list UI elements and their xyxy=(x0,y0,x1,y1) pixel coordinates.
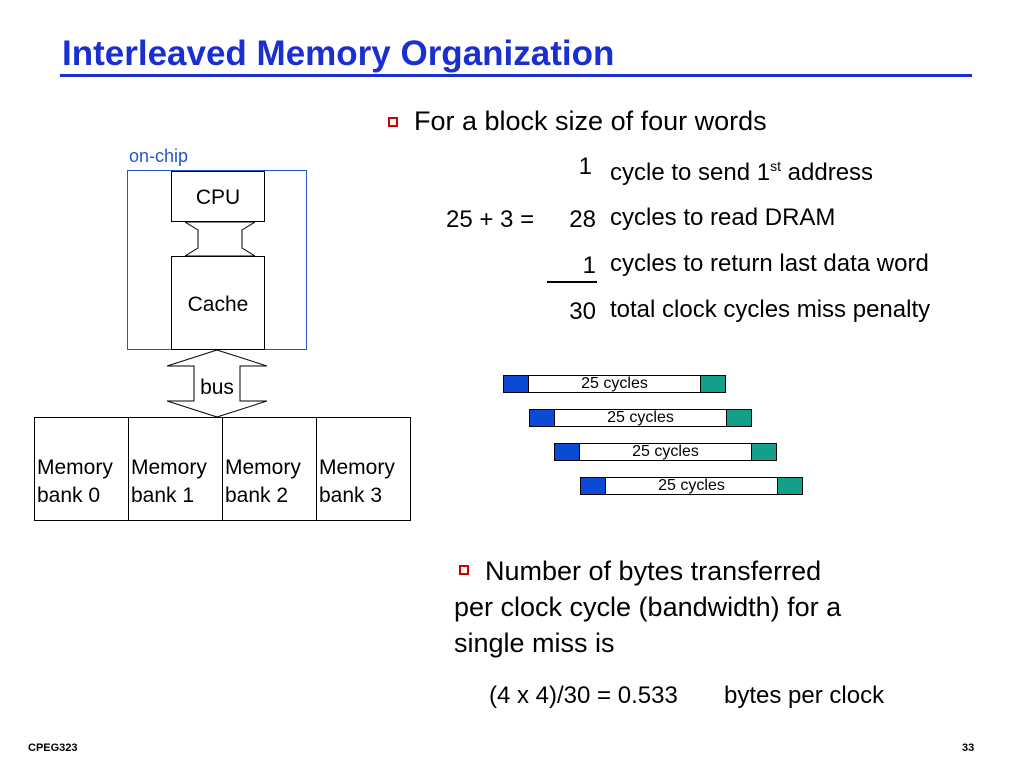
row1-superscript: st xyxy=(770,158,781,174)
bank-label-line2: bank 1 xyxy=(131,484,195,507)
bank-label-line2: bank 0 xyxy=(37,484,101,507)
address-segment xyxy=(503,375,529,393)
bank-label-line1: Memory xyxy=(131,456,207,479)
row2-prefix: 25 + 3 = xyxy=(446,206,535,233)
dram-segment: 25 cycles xyxy=(605,477,778,495)
timeline-bar-3: 25 cycles xyxy=(580,477,803,495)
address-segment xyxy=(554,443,580,461)
timeline-bar-0: 25 cycles xyxy=(503,375,726,393)
return-segment xyxy=(751,443,777,461)
address-segment xyxy=(529,409,555,427)
bullet-icon xyxy=(388,117,398,127)
bank-label-line2: bank 3 xyxy=(319,484,383,507)
cpu-box: CPU xyxy=(171,171,265,222)
return-segment xyxy=(726,409,752,427)
bullet-icon xyxy=(459,565,469,575)
address-segment xyxy=(580,477,606,495)
bus-label: bus xyxy=(200,376,234,399)
return-segment xyxy=(777,477,803,495)
cpu-label: CPU xyxy=(195,186,241,209)
cache-label: Cache xyxy=(187,293,249,316)
row1-description: cycle to send 1st address xyxy=(610,158,874,186)
bandwidth-unit: bytes per clock xyxy=(724,682,885,709)
memory-bank-3: Memory bank 3 xyxy=(316,417,411,521)
dram-segment: 25 cycles xyxy=(554,409,727,427)
timeline-bar-2: 25 cycles xyxy=(554,443,777,461)
memory-bank-2: Memory bank 2 xyxy=(222,417,317,521)
bus-arrow-icon xyxy=(167,350,267,417)
dram-segment: 25 cycles xyxy=(579,443,752,461)
dram-segment: 25 cycles xyxy=(528,375,701,393)
timeline-bar-1: 25 cycles xyxy=(529,409,752,427)
row3-number: 1 xyxy=(582,252,596,279)
bank-label-line2: bank 2 xyxy=(225,484,289,507)
row4-number: 30 xyxy=(569,298,596,325)
slide-title: Interleaved Memory Organization xyxy=(62,34,615,73)
bullet2-line2: per clock cycle (bandwidth) for a xyxy=(454,592,842,622)
memory-bank-1: Memory bank 1 xyxy=(128,417,223,521)
page-number: 33 xyxy=(962,742,975,754)
row2-number: 28 xyxy=(569,206,596,233)
bank-label-line1: Memory xyxy=(225,456,301,479)
cpu-cache-arrow-icon xyxy=(185,222,255,256)
row3-description: cycles to return last data word xyxy=(610,250,929,277)
on-chip-label: on-chip xyxy=(129,146,189,166)
row4-description: total clock cycles miss penalty xyxy=(610,296,931,323)
bullet2-line1: Number of bytes transferred xyxy=(485,556,822,586)
memory-bank-0: Memory bank 0 xyxy=(34,417,129,521)
bullet1-text: For a block size of four words xyxy=(414,106,767,136)
row2-description: cycles to read DRAM xyxy=(610,204,836,231)
bullet2-line3: single miss is xyxy=(454,628,615,658)
cache-box: Cache xyxy=(171,256,265,350)
row1-number: 1 xyxy=(578,153,592,180)
title-underline xyxy=(60,74,972,77)
return-segment xyxy=(700,375,726,393)
bank-label-line1: Memory xyxy=(319,456,395,479)
bandwidth-formula: (4 x 4)/30 = 0.533 xyxy=(489,682,678,709)
footer-course: CPEG323 xyxy=(28,742,78,754)
sum-rule xyxy=(547,281,597,283)
bank-label-line1: Memory xyxy=(37,456,113,479)
